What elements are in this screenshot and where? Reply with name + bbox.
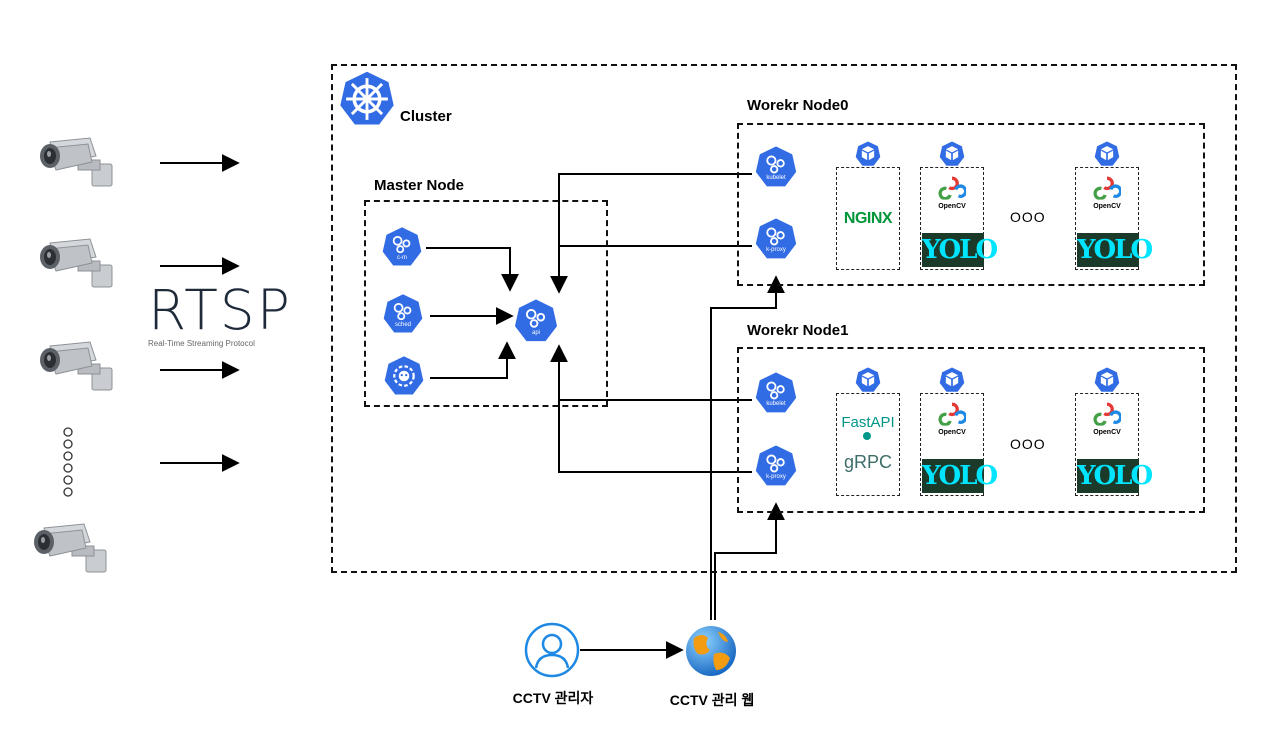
more-pods-dots: OOO bbox=[1010, 436, 1046, 452]
nginx-logo: NGINX bbox=[843, 210, 893, 227]
kubelet-icon: kubelet bbox=[753, 370, 799, 416]
api-label: api bbox=[531, 330, 540, 336]
opencv-label: OpenCV bbox=[1093, 203, 1121, 210]
sched-label: sched bbox=[394, 322, 411, 328]
cctv-camera-icon bbox=[38, 338, 118, 396]
w0-kubelet-to-api bbox=[550, 173, 752, 294]
cctv-camera-icon bbox=[38, 235, 118, 293]
rtsp-logo: RTSP Real-Time Streaming Protocol bbox=[148, 278, 292, 349]
more-pods-dots: OOO bbox=[1010, 209, 1046, 225]
rtsp-title: RTSP bbox=[148, 278, 292, 342]
pod-box-opencv-yolo bbox=[920, 167, 984, 270]
pod-icon bbox=[1093, 366, 1121, 394]
pod-icon bbox=[854, 140, 882, 168]
grpc-logo: gRPC bbox=[843, 452, 892, 472]
kubelet-label: kubelet bbox=[766, 175, 786, 181]
pod-box-opencv-yolo bbox=[920, 393, 984, 496]
worker-node0-box bbox=[737, 123, 1205, 286]
rtsp-subtitle: Real-Time Streaming Protocol bbox=[148, 339, 255, 348]
pod-icon bbox=[854, 366, 882, 394]
worker-node0-title: Worekr Node0 bbox=[747, 97, 849, 114]
cm-to-api bbox=[426, 247, 519, 292]
opencv-icon bbox=[1093, 176, 1121, 200]
controller-manager-icon: c-m bbox=[380, 225, 424, 269]
pod-box-opencv-yolo bbox=[1075, 393, 1139, 496]
web-to-w1-kproxy bbox=[714, 502, 785, 620]
opencv-icon bbox=[938, 402, 966, 426]
scheduler-icon: sched bbox=[381, 292, 425, 336]
pod-icon bbox=[938, 366, 966, 394]
cctv-camera-icon bbox=[38, 134, 118, 192]
cctv-camera-icon bbox=[32, 520, 112, 578]
pod-icon bbox=[938, 140, 966, 168]
fastapi-logo: FastAPI bbox=[841, 414, 895, 431]
cloud-controller-icon bbox=[382, 354, 426, 398]
kubelet-icon: kubelet bbox=[753, 144, 799, 190]
cctv-admin-label: CCTV 관리자 bbox=[512, 690, 594, 706]
user-icon bbox=[524, 622, 580, 678]
pod-icon bbox=[1093, 140, 1121, 168]
cluster-title: Cluster bbox=[400, 108, 452, 125]
kproxy-label: k-proxy bbox=[766, 474, 786, 480]
yolo-logo: YOLO bbox=[922, 233, 998, 267]
cm-label: c-m bbox=[397, 255, 407, 261]
worker-node1-title: Worekr Node1 bbox=[747, 322, 849, 339]
opencv-label: OpenCV bbox=[1093, 429, 1121, 436]
ctrl-to-api bbox=[430, 341, 516, 379]
pod-box-fastapi-grpc bbox=[836, 393, 900, 496]
more-cameras-dots bbox=[63, 427, 73, 497]
opencv-icon bbox=[1093, 402, 1121, 426]
pod-box-nginx bbox=[836, 167, 900, 270]
kubelet-label: kubelet bbox=[766, 401, 786, 407]
yolo-logo: YOLO bbox=[1077, 459, 1153, 493]
w1-kproxy-to-api bbox=[558, 400, 752, 473]
cluster-box bbox=[331, 64, 1237, 573]
yolo-logo: YOLO bbox=[1077, 233, 1153, 267]
worker-node1-box bbox=[737, 347, 1205, 513]
web-to-w0-kproxy bbox=[710, 275, 785, 620]
plus-icon bbox=[863, 432, 871, 440]
opencv-icon bbox=[938, 176, 966, 200]
master-node-title: Master Node bbox=[374, 177, 465, 194]
kube-proxy-icon: k-proxy bbox=[753, 216, 799, 262]
kube-proxy-icon: k-proxy bbox=[753, 443, 799, 489]
opencv-label: OpenCV bbox=[938, 203, 966, 210]
api-server-icon: api bbox=[512, 297, 560, 345]
yolo-logo: YOLO bbox=[922, 459, 998, 493]
cctv-web-label: CCTV 관리 웹 bbox=[669, 692, 755, 708]
master-node-box bbox=[364, 200, 608, 407]
kproxy-label: k-proxy bbox=[766, 247, 786, 253]
pod-box-opencv-yolo bbox=[1075, 167, 1139, 270]
globe-icon bbox=[686, 626, 736, 676]
opencv-label: OpenCV bbox=[938, 429, 966, 436]
kubernetes-logo-icon bbox=[340, 71, 394, 125]
